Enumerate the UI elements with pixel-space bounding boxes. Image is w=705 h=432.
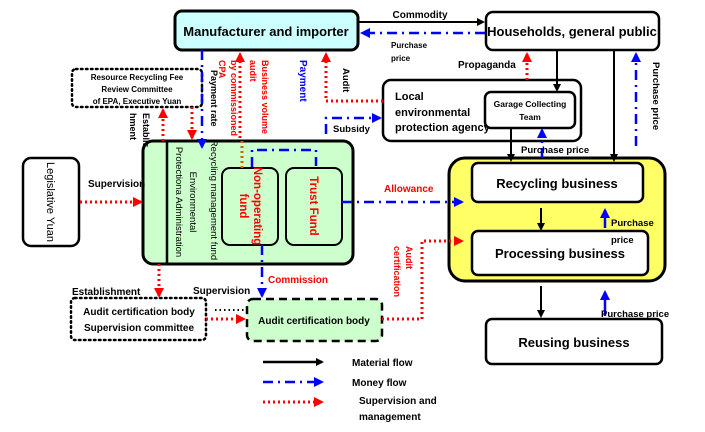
business-group: Recycling business Processing business	[447, 156, 667, 283]
commodity-label: Commodity	[393, 10, 448, 21]
commission-label: Commission	[268, 275, 328, 286]
local-agency-line1: Local	[395, 91, 424, 103]
business-volume-line2: audit	[248, 60, 258, 82]
non-operating-fund-node: Non-operating fund	[221, 167, 279, 246]
purchase-price-top-line1: Purchase	[391, 41, 428, 50]
audit-supervision-committee-node: Audit certification body Supervision com…	[69, 296, 208, 342]
recycling-business-node	[470, 161, 645, 204]
households-node: Households, general public	[484, 10, 661, 52]
review-committee-line2: Review Committee	[101, 85, 173, 94]
processing-business-label: Processing business	[495, 246, 625, 261]
manufacturer-label: Manufacturer and importer	[183, 24, 348, 39]
reusing-business-label: Reusing business	[518, 335, 629, 350]
audit-label: Audit	[340, 68, 351, 93]
review-committee-line1: Resource Recycling Fee	[91, 73, 184, 82]
local-agency-line2: environmental	[395, 107, 470, 119]
payment-rate-label: Payment rate	[209, 70, 219, 127]
non-operating-fund-line1: Non-operating	[251, 167, 263, 246]
payment-label: Payment	[297, 60, 308, 102]
propaganda-label: Propaganda	[458, 60, 516, 71]
garage-team-line2: Team	[519, 112, 541, 122]
trust-fund-node: Trust Fund	[285, 167, 343, 246]
non-operating-fund-line2: fund	[237, 194, 249, 219]
establishment-vertical-line2: hment	[128, 113, 138, 140]
audit-body-node: Audit certification body	[245, 297, 384, 343]
audit-committee-line1: Audit certification body	[83, 307, 195, 318]
purchase-price-mid-label: Purchase price	[521, 145, 589, 156]
supervision-flows	[80, 52, 532, 324]
trust-fund-label: Trust Fund	[307, 176, 319, 235]
subsidy-edge	[324, 113, 382, 134]
business-volume-line1: Business volume	[260, 60, 270, 134]
households-label: Households, general public	[487, 24, 657, 39]
local-agency-line3: protection agency	[395, 122, 491, 134]
legend: Material flow Money flow Supervision and…	[263, 358, 437, 423]
money-flows	[197, 28, 641, 298]
establishment-label: Establishment	[72, 287, 141, 298]
audit-certification-line1: Audit	[404, 246, 414, 269]
business-volume-line4: CPA	[217, 60, 227, 79]
epa-admin-line1: Environmental	[187, 172, 198, 233]
purchase-price-right-label: Purchase price	[650, 62, 661, 130]
audit-committee-line2: Supervision committee	[84, 323, 194, 334]
legend-supervision-label1: Supervision and	[359, 396, 437, 407]
legend-material-label: Material flow	[352, 358, 413, 369]
recycling-fund-label: Recycling management fund	[208, 140, 219, 260]
legend-money-label: Money flow	[352, 378, 407, 389]
reusing-business-node: Reusing business	[484, 317, 664, 366]
material-flows	[358, 18, 618, 318]
epa-admin-line2: Protectiona Administration	[173, 147, 184, 257]
audit-certification-edge	[382, 236, 464, 321]
recycling-business-label: Recycling business	[496, 176, 617, 191]
establishment-vertical-line1: Establis	[141, 113, 151, 148]
purchase-price-inner-line1: Purchase	[611, 218, 654, 229]
review-committee-line3: of EPA, Executive Yuan	[93, 97, 182, 106]
garage-team-node: Garage Collecting Team	[483, 90, 577, 130]
subsidy-label: Subsidy	[333, 124, 371, 135]
legislative-yuan-node: Legislative Yuan	[21, 156, 81, 248]
legislative-yuan-label: Legislative Yuan	[44, 162, 56, 242]
purchase-price-bottom-label: Purchase price	[601, 309, 669, 320]
fund-split-edge	[250, 148, 318, 167]
garage-team-line1: Garage Collecting	[494, 99, 567, 109]
legend-supervision-label2: management	[359, 412, 421, 423]
manufacturer-node: Manufacturer and importer	[173, 9, 360, 52]
review-committee-node: Resource Recycling Fee Review Committee …	[70, 67, 204, 109]
audit-body-label: Audit certification body	[258, 316, 370, 327]
purchase-price-top-line2: price	[391, 54, 411, 63]
purchase-price-inner-line2: price	[611, 235, 634, 246]
supervision-left-label: Supervision	[88, 179, 145, 190]
supervision-bottom-label: Supervision	[193, 286, 250, 297]
allowance-label: Allowance	[384, 184, 434, 195]
audit-edge	[321, 52, 383, 103]
audit-certification-line2: certification	[392, 246, 402, 297]
processing-business-node	[470, 229, 650, 277]
business-volume-line3: by commissioned	[229, 60, 239, 136]
